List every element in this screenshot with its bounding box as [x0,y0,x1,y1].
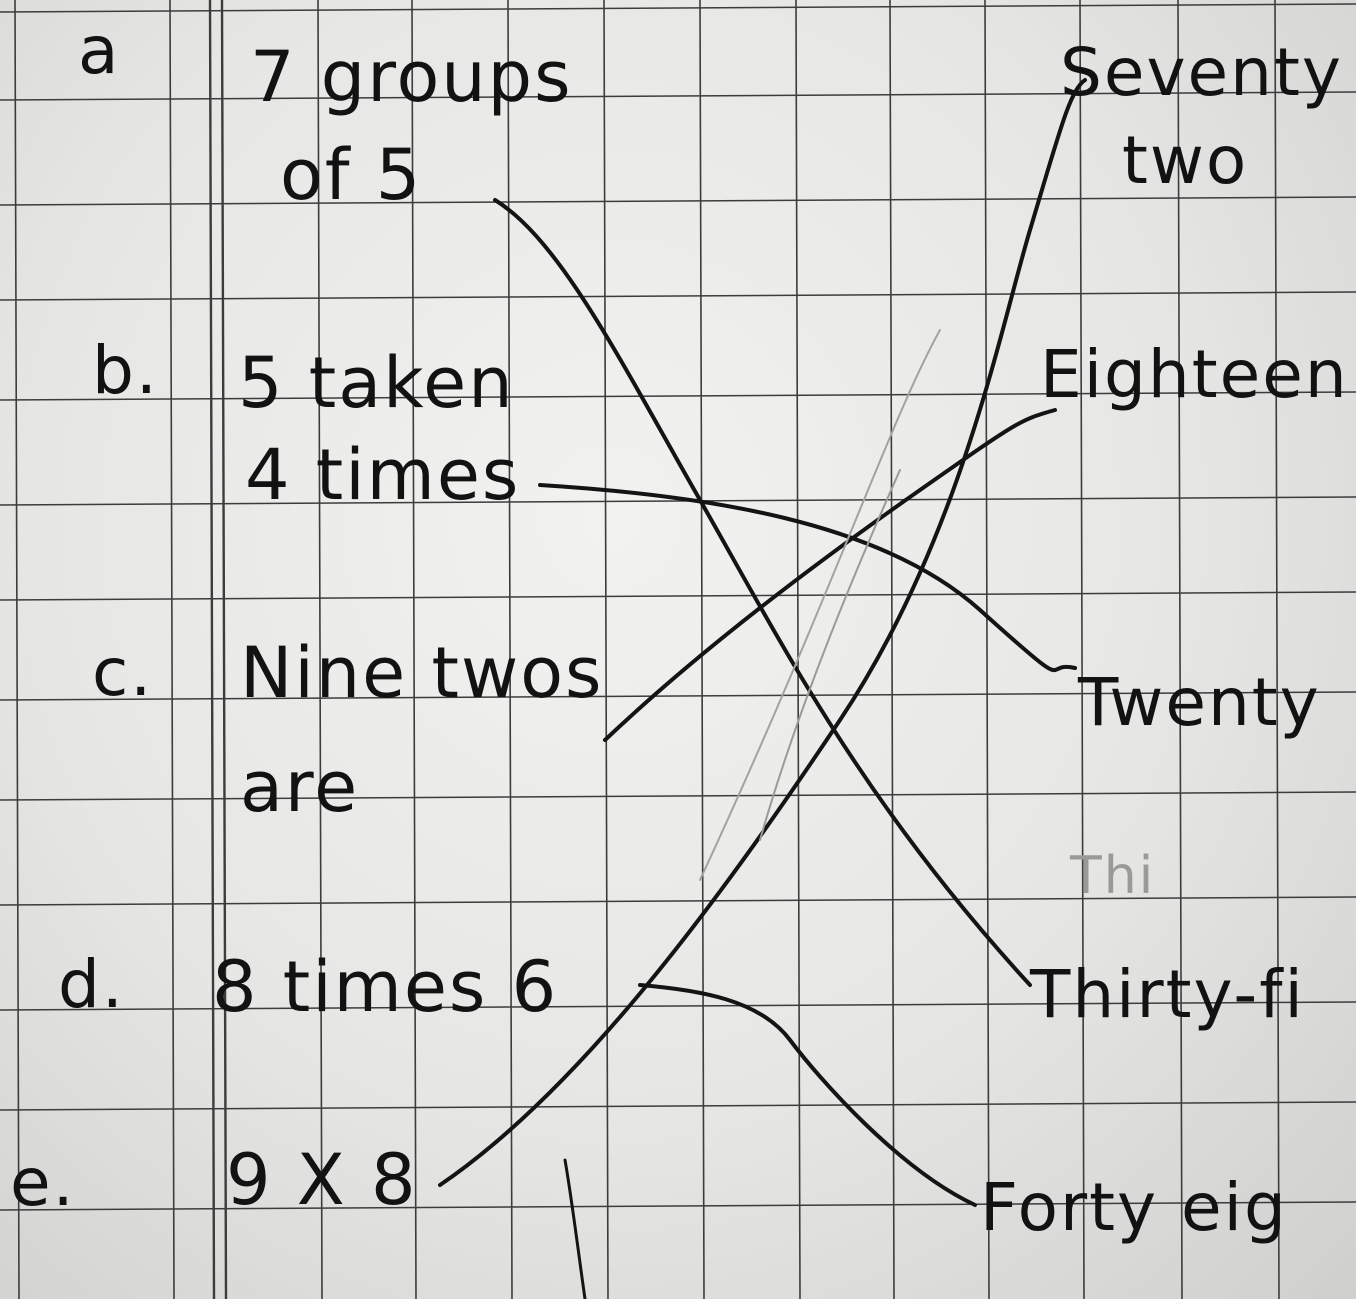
question-e-text: 9 X 8 [226,1139,418,1221]
match-line-a [493,198,1032,987]
question-c-line2: are [240,746,360,828]
grid-horizontal-line [0,496,1356,506]
grid-horizontal-line [0,591,1356,601]
grid-horizontal-line [0,391,1356,401]
answer-4: Thirty-fi [1030,956,1305,1033]
erased-fragment: Thi [1070,846,1156,906]
question-a-line1: 7 groups [250,36,573,118]
grid-vertical-line [169,0,175,1299]
grid-vertical-line [1079,0,1085,1299]
grid-horizontal-line [0,1201,1356,1211]
grid-horizontal-line [0,196,1356,206]
question-b-line2: 4 times [245,434,521,516]
grid-vertical-line [14,0,20,1299]
question-c-line1: Nine twos [240,632,604,714]
grid-horizontal-line [0,691,1356,701]
grid-vertical-line [317,0,323,1299]
match-line-b [538,483,1077,673]
answer-1-line1: Seventy [1060,34,1343,111]
grid-vertical-line [1274,0,1280,1299]
question-a-line2: of 5 [280,134,423,216]
grid-horizontal-line [0,1001,1356,1011]
grid-vertical-line [411,0,417,1299]
question-label-e: e. [10,1144,76,1221]
match-line-e [438,78,1087,1187]
question-label-b: b. [92,332,159,409]
grid-vertical-line [699,0,705,1299]
grid-vertical-line [984,0,990,1299]
pencil-trace-1 [759,469,901,841]
grid-vertical-line [889,0,895,1299]
answer-2: Eighteen [1040,336,1349,413]
grid-horizontal-line [0,896,1356,906]
grid-horizontal-line [0,1101,1356,1111]
question-label-a: a [78,12,121,89]
grid-horizontal-line [0,3,1356,13]
question-label-c: c. [92,634,154,711]
match-line-c [603,408,1057,742]
stray-mark [563,1158,587,1299]
grid-vertical-line [795,0,801,1299]
grid-vertical-line [220,0,228,1299]
pencil-trace-2 [699,329,941,881]
grid-vertical-line [208,0,216,1299]
question-b-line1: 5 taken [238,342,515,424]
question-label-d: d. [58,946,125,1023]
answer-5: Forty eig [980,1169,1288,1246]
match-line-d [638,983,977,1207]
question-d-text: 8 times 6 [212,946,559,1028]
answer-3: Twenty [1078,664,1321,741]
grid-vertical-line [1177,0,1183,1299]
answer-1-line2: two [1122,122,1249,199]
grid-horizontal-line [0,91,1356,101]
grid-horizontal-line [0,291,1356,301]
grid-vertical-line [603,0,609,1299]
grid-vertical-line [507,0,513,1299]
grid-horizontal-line [0,791,1356,801]
